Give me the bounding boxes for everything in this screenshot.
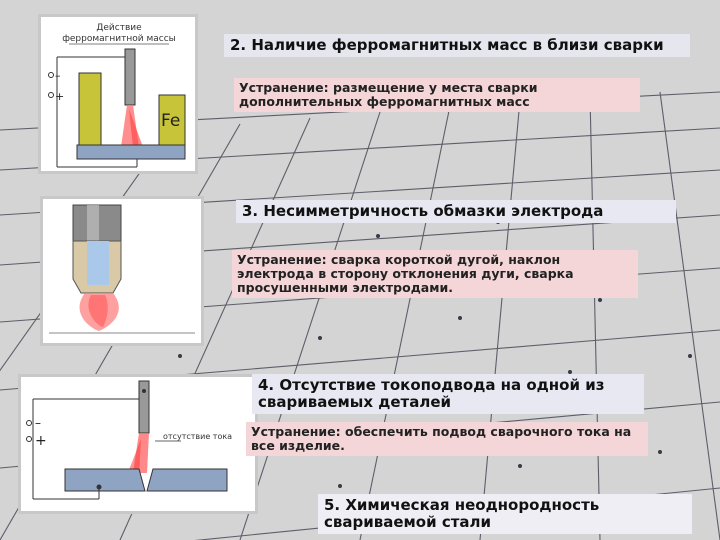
asymmetric-coating-illustration — [40, 196, 204, 346]
figure-caption-line2: ферромагнитной массы — [62, 34, 176, 44]
remedy-ferromagnetic-masses: Устранение: размещение у места сварки до… — [234, 78, 640, 112]
no-current-label: отсутствие тока — [163, 432, 232, 441]
minus-sign: – — [35, 416, 41, 430]
electrode — [138, 380, 150, 434]
electrode-core — [87, 241, 109, 285]
remedy-no-current-lead: Устранение: обеспечить подвод сварочного… — [246, 422, 648, 456]
workpiece-plate — [76, 144, 186, 160]
fe-label: Fe — [161, 111, 180, 131]
figure-caption-line1: Действие — [96, 23, 142, 33]
plus-sign: + — [55, 90, 64, 103]
remedy-asymmetric-coating: Устранение: сварка короткой дугой, накло… — [232, 250, 638, 298]
plus-sign: + — [35, 433, 47, 449]
heading-asymmetric-coating: 3. Несимметричность обмазки электрода — [236, 200, 676, 223]
workpiece-right — [146, 468, 228, 492]
fe-block — [158, 94, 186, 146]
heading-no-current-lead: 4. Отсутствие токоподвода на одной из св… — [252, 374, 644, 414]
minus-sign: – — [55, 69, 61, 82]
ferromagnetic-mass-illustration: Действие ферромагнитной массы Fe – + — [38, 14, 198, 174]
heading-chemical-inhomogeneity: 5. Химическая неоднородность свариваемой… — [318, 494, 692, 534]
ferromagnetic-block-left — [78, 72, 102, 146]
workpiece-left — [64, 468, 146, 492]
missing-current-lead-illustration: – + отсутствие тока — [18, 374, 258, 514]
electrode — [124, 48, 136, 106]
heading-ferromagnetic-masses: 2. Наличие ферромагнитных масс в близи с… — [224, 34, 690, 57]
